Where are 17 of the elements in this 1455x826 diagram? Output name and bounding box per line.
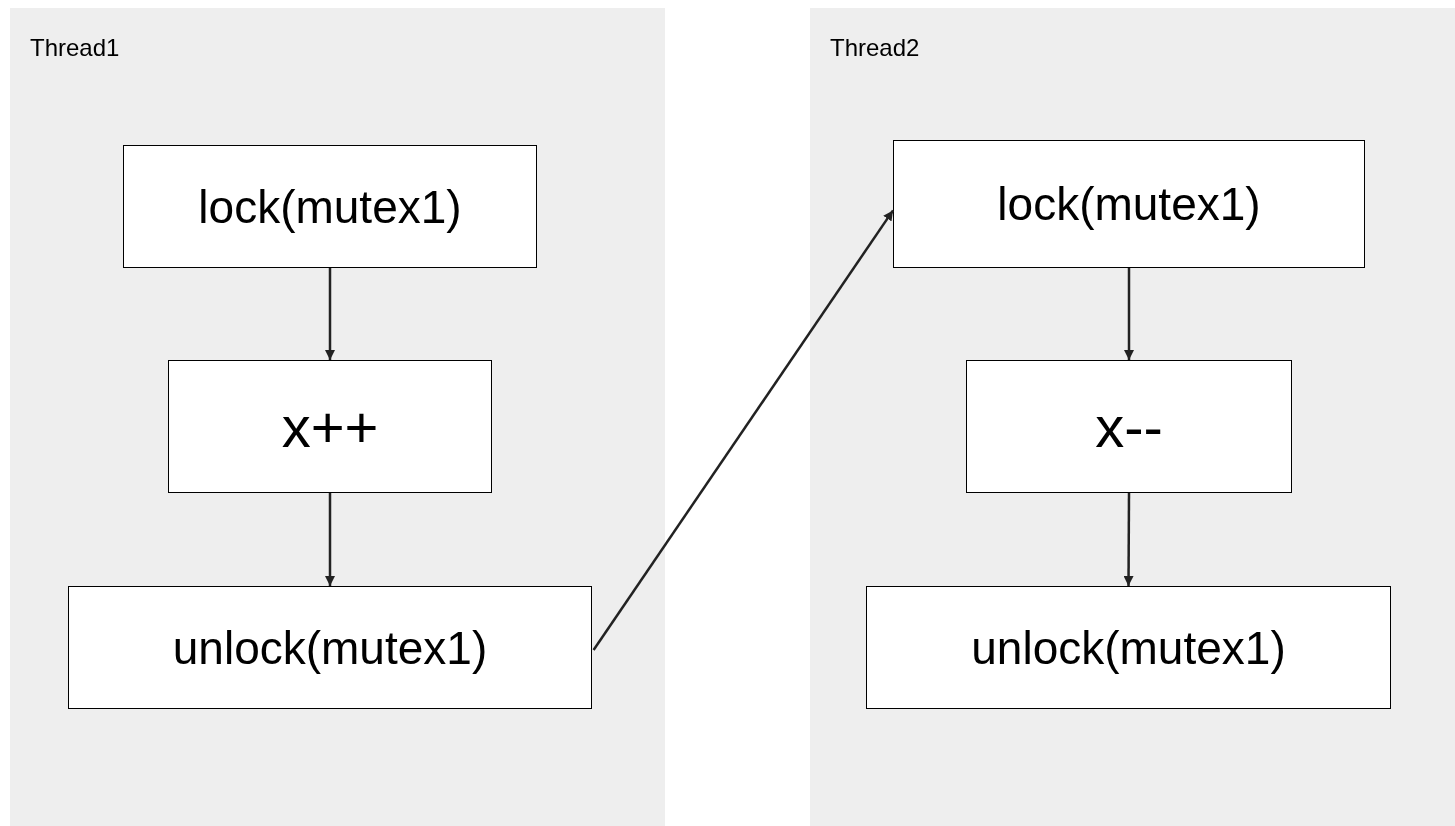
panel-title: Thread2 — [830, 36, 920, 60]
arrow — [1124, 268, 1134, 360]
process-box — [68, 586, 592, 709]
process-box — [866, 586, 1391, 709]
thread-panel — [810, 8, 1455, 826]
arrow — [592, 209, 895, 651]
arrow — [325, 493, 335, 586]
process-box — [168, 360, 492, 493]
process-box — [893, 140, 1365, 268]
box-label: x++ — [281, 397, 379, 456]
arrow — [1123, 493, 1134, 586]
process-box — [123, 145, 537, 268]
arrow — [325, 268, 335, 360]
thread-panel — [10, 8, 665, 826]
process-box — [966, 360, 1292, 493]
box-label: x-- — [1095, 397, 1163, 456]
panel-title: Thread1 — [30, 36, 120, 60]
